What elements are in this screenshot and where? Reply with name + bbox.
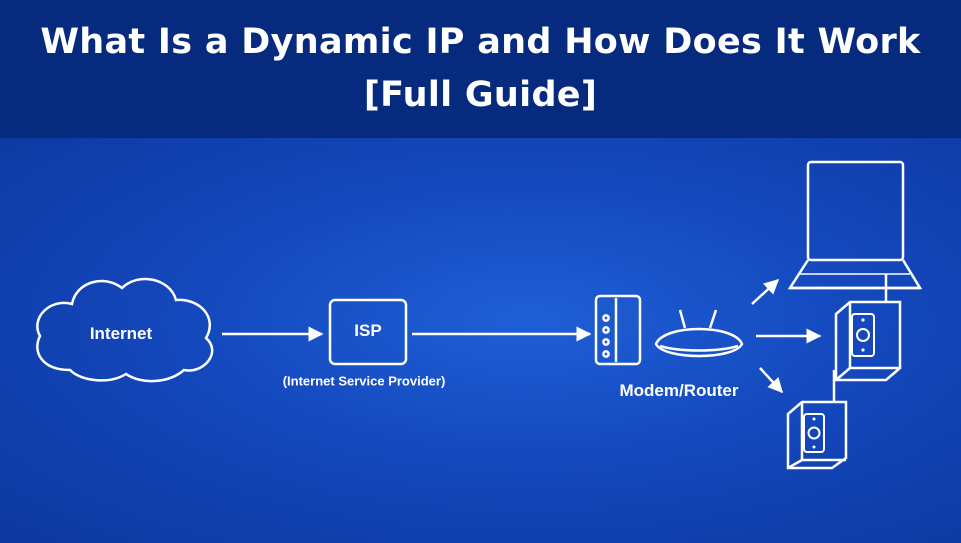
modem-icon	[594, 294, 642, 366]
isp-label: ISP	[354, 321, 382, 340]
internet-label: Internet	[89, 324, 153, 343]
diagram-drawing	[36, 160, 923, 470]
router-icon	[654, 309, 744, 358]
arrow-router-to-device-bottom	[759, 367, 784, 394]
page-title: What Is a Dynamic IP and How Does It Wor…	[40, 22, 921, 115]
network-diagram: Internet ISP (Internet Service Provider)…	[0, 138, 961, 543]
modem-router-label: Modem/Router	[619, 381, 739, 400]
cloud-icon	[36, 277, 214, 383]
smart-plug-icon	[786, 370, 848, 470]
laptop-icon	[787, 160, 923, 290]
isp-full-name-label: (Internet Service Provider)	[282, 373, 446, 389]
smart-plug-icon	[834, 274, 902, 382]
isp-box	[328, 298, 408, 366]
arrow-router-to-laptop	[751, 278, 780, 305]
title-banner: What Is a Dynamic IP and How Does It Wor…	[0, 0, 961, 138]
